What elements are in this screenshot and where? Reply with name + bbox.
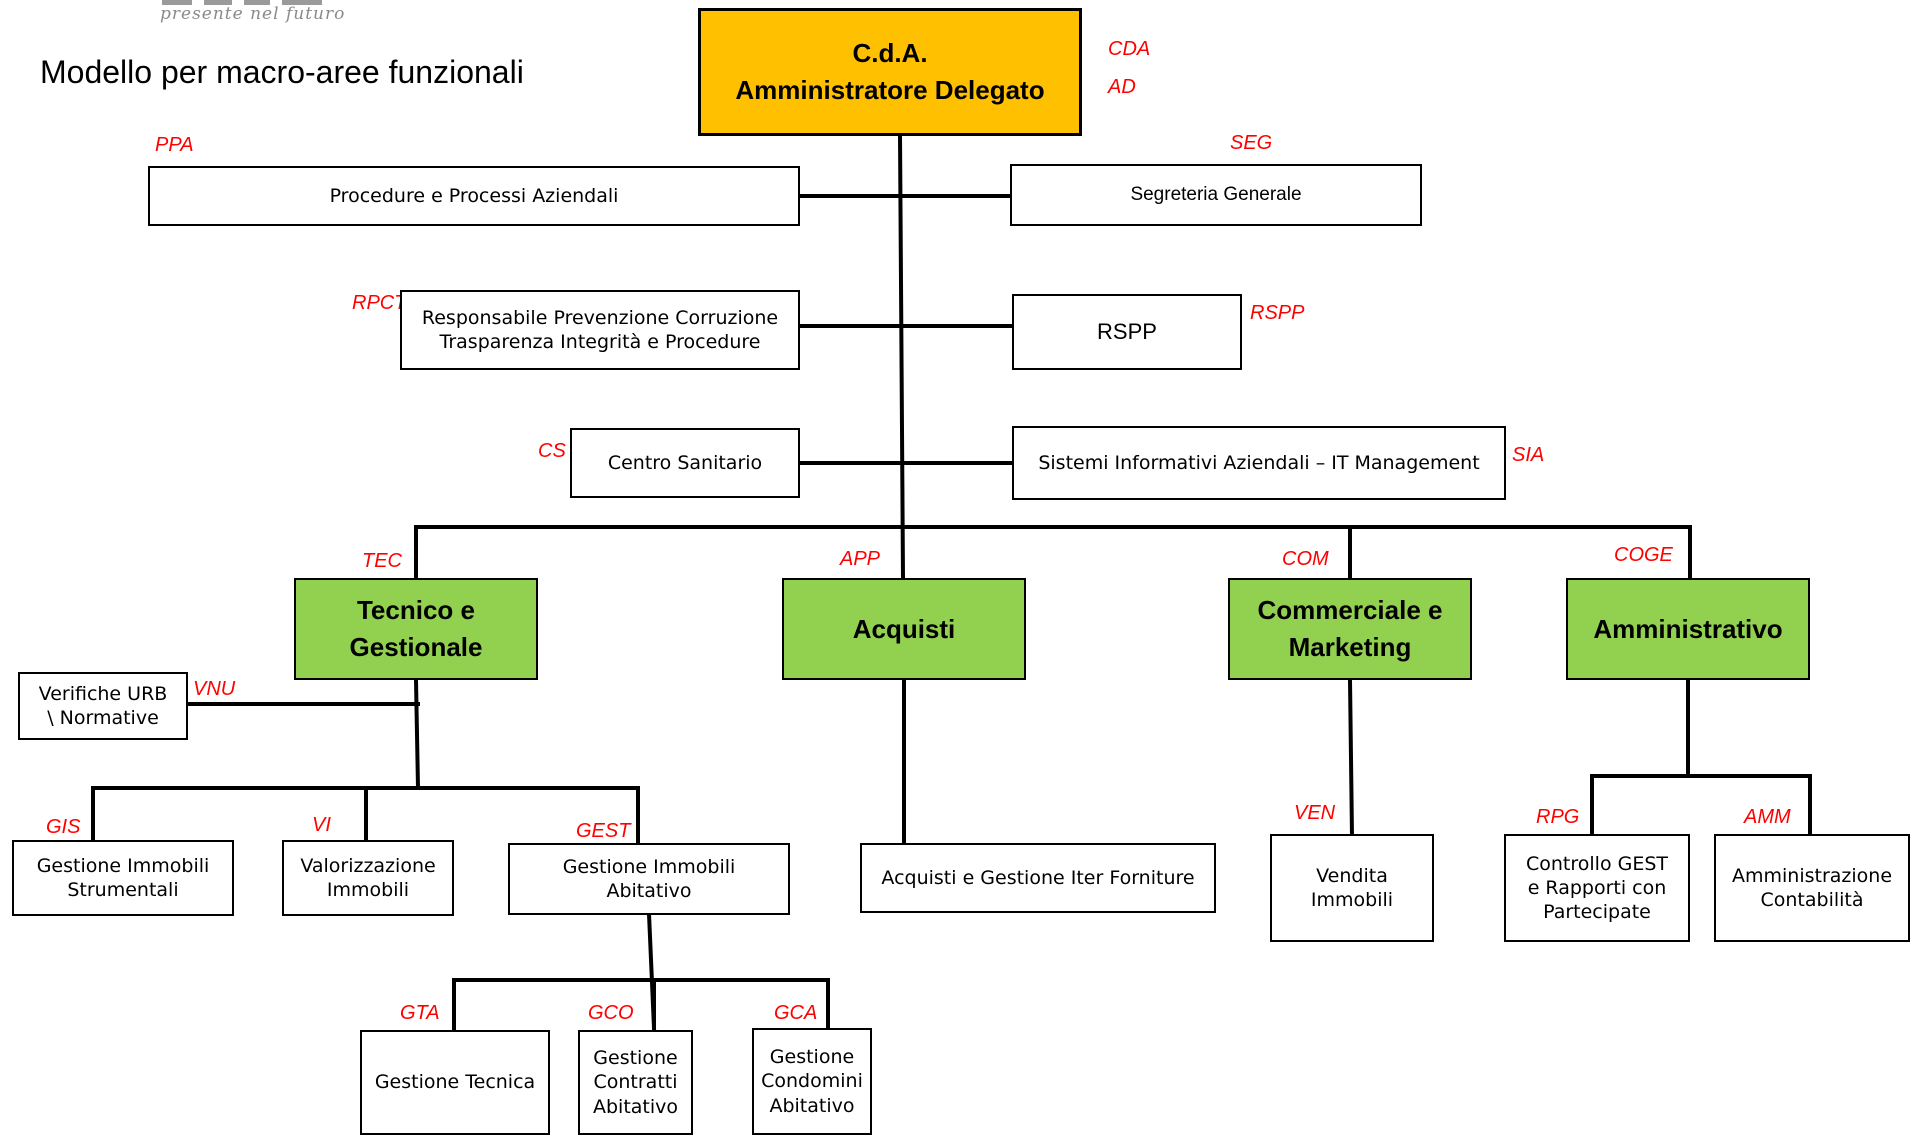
gis-code: GIS xyxy=(46,816,81,838)
rpct-label: Responsabile Prevenzione Corruzione Tras… xyxy=(421,306,779,353)
gta-label: Gestione Tecnica xyxy=(374,1071,536,1094)
gca-code: GCA xyxy=(774,1002,818,1024)
cda-box: C.d.A. Amministratore Delegato xyxy=(698,8,1082,136)
acq-label: Acquisti e Gestione Iter Forniture xyxy=(881,866,1195,889)
vi-label: Valorizzazione Immobili xyxy=(300,854,436,901)
gta-box: Gestione Tecnica xyxy=(360,1030,550,1135)
rpg-box: Controllo GEST e Rapporti con Partecipat… xyxy=(1504,834,1690,942)
rpct-box: Responsabile Prevenzione Corruzione Tras… xyxy=(400,290,800,370)
gta-code: GTA xyxy=(400,1002,440,1024)
com-code: COM xyxy=(1282,548,1329,570)
ven-box: Vendita Immobili xyxy=(1270,834,1434,942)
gco-box: Gestione Contratti Abitativo xyxy=(578,1030,693,1135)
cda-code: CDA xyxy=(1108,38,1151,60)
gis-box: Gestione Immobili Strumentali xyxy=(12,840,234,916)
gco-label: Gestione Contratti Abitativo xyxy=(592,1047,679,1118)
amm-box: Amministrazione Contabilità xyxy=(1714,834,1910,942)
com-box: Commerciale e Marketing xyxy=(1228,578,1472,680)
app-label: Acquisti xyxy=(852,613,956,644)
rspp-box: RSPP xyxy=(1012,294,1242,370)
gest-label: Gestione Immobili Abitativo xyxy=(562,855,736,902)
ven-label: Vendita Immobili xyxy=(1310,864,1394,911)
seg-box: Segreteria Generale xyxy=(1010,164,1422,226)
vnu-label: Verifiche URB \ Normative xyxy=(38,682,168,729)
app-code: APP xyxy=(840,548,881,570)
gis-label: Gestione Immobili Strumentali xyxy=(36,854,210,901)
ppa-box: Procedure e Processi Aziendali xyxy=(148,166,800,226)
cs-code: CS xyxy=(538,440,566,462)
sia-box: Sistemi Informativi Aziendali – IT Manag… xyxy=(1012,426,1506,500)
gest-code: GEST xyxy=(576,820,631,842)
vnu-box: Verifiche URB \ Normative xyxy=(18,672,188,740)
company-logo-icon xyxy=(162,0,322,5)
coge-code: COGE xyxy=(1614,544,1673,566)
ppa-code: PPA xyxy=(155,134,194,156)
ven-code: VEN xyxy=(1294,802,1336,824)
sia-code: SIA xyxy=(1512,444,1545,466)
com-label: Commerciale e Marketing xyxy=(1257,595,1443,662)
page-title: Modello per macro-aree funzionali xyxy=(40,54,524,90)
sia-label: Sistemi Informativi Aziendali – IT Manag… xyxy=(1038,451,1480,474)
rspp-label: RSPP xyxy=(1097,318,1157,344)
coge-box: Amministrativo xyxy=(1566,578,1810,680)
rpg-label: Controllo GEST e Rapporti con Partecipat… xyxy=(1525,852,1669,924)
coge-label: Amministrativo xyxy=(1593,613,1783,644)
cda-label: C.d.A. Amministratore Delegato xyxy=(735,38,1045,105)
tec-code: TEC xyxy=(362,550,402,572)
app-box: Acquisti xyxy=(782,578,1026,680)
tec-box: Tecnico e Gestionale xyxy=(294,578,538,680)
seg-label: Segreteria Generale xyxy=(1130,183,1302,205)
ppa-label: Procedure e Processi Aziendali xyxy=(329,184,619,207)
seg-code: SEG xyxy=(1230,132,1273,154)
acq-box: Acquisti e Gestione Iter Forniture xyxy=(860,843,1216,913)
gco-code: GCO xyxy=(588,1002,634,1024)
cs-box: Centro Sanitario xyxy=(570,428,800,498)
gest-box: Gestione Immobili Abitativo xyxy=(508,843,790,915)
amm-code: AMM xyxy=(1744,806,1791,828)
rspp-code: RSPP xyxy=(1250,302,1305,324)
vnu-code: VNU xyxy=(193,678,236,700)
tec-label: Tecnico e Gestionale xyxy=(349,595,483,662)
vi-box: Valorizzazione Immobili xyxy=(282,840,454,916)
logo-tagline: presente nel futuro xyxy=(160,4,346,24)
ad-code: AD xyxy=(1108,76,1136,98)
cs-label: Centro Sanitario xyxy=(607,451,763,474)
gca-box: Gestione Condomini Abitativo xyxy=(752,1028,872,1135)
vi-code: VI xyxy=(312,814,331,836)
rpct-code: RPCT xyxy=(352,292,407,314)
gca-label: Gestione Condomini Abitativo xyxy=(761,1046,863,1117)
rpg-code: RPG xyxy=(1536,806,1580,828)
amm-label: Amministrazione Contabilità xyxy=(1731,864,1893,911)
